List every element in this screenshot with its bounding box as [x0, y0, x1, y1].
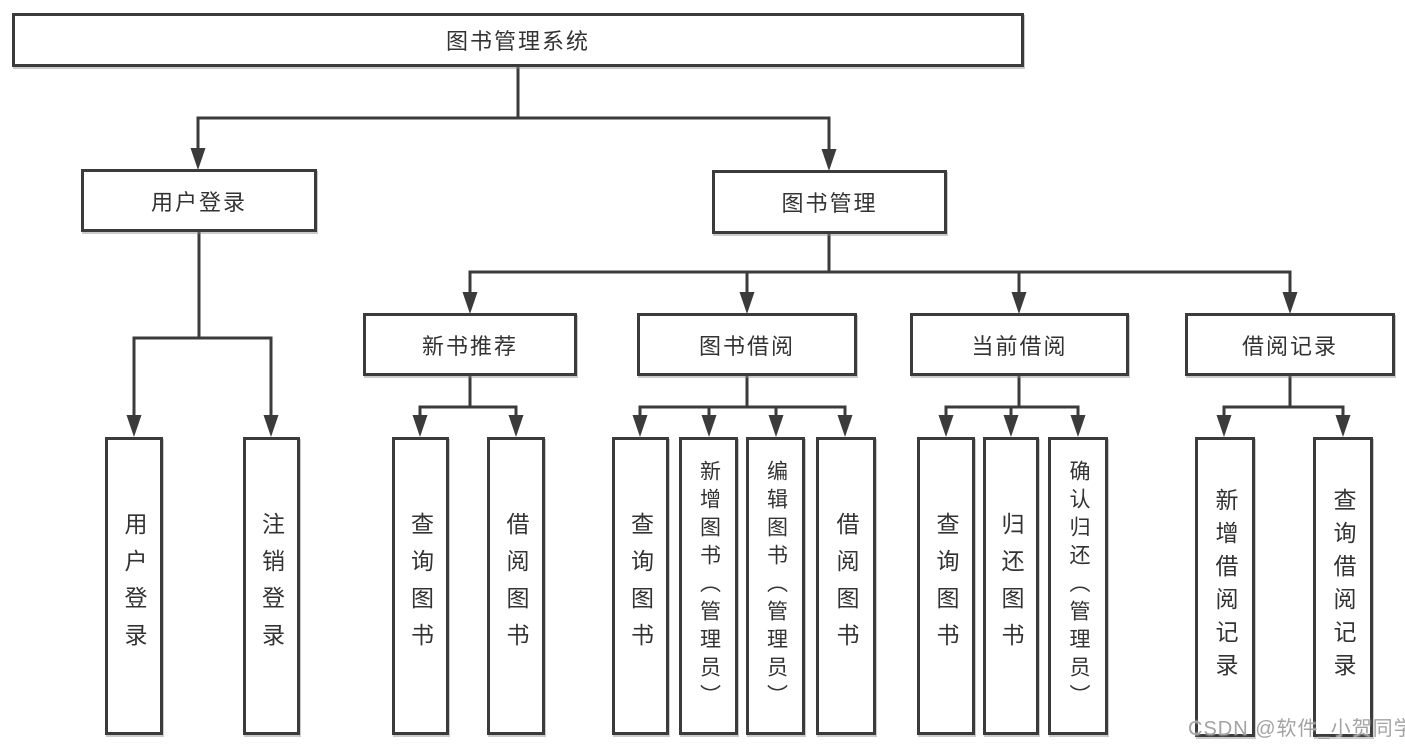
node-borrow-records: 借阅记录: [1185, 313, 1395, 376]
node-current-borrow: 当前借阅: [910, 313, 1129, 376]
leaf-current-return-label: 归还图书: [998, 512, 1024, 660]
node-book-mgmt-label: 图书管理: [781, 191, 878, 216]
node-book-borrow: 图书借阅: [637, 313, 857, 376]
leaf-borrow-borrow: 借阅图书: [816, 437, 876, 735]
leaf-newbook-borrow: 借阅图书: [487, 437, 545, 735]
leaf-user-login-label: 用户登录: [121, 512, 147, 660]
node-current-borrow-label: 当前借阅: [971, 333, 1068, 359]
leaf-records-add: 新增借阅记录: [1195, 437, 1255, 737]
node-new-book-rec: 新书推荐: [363, 313, 577, 376]
leaf-records-query: 查询借阅记录: [1313, 437, 1373, 737]
leaf-newbook-borrow-label: 借阅图书: [503, 512, 529, 660]
node-user-login: 用户登录: [81, 169, 317, 232]
node-borrow-records-label: 借阅记录: [1241, 333, 1338, 359]
leaf-newbook-query-label: 查询图书: [407, 512, 434, 660]
node-root: 图书管理系统: [12, 13, 1024, 67]
leaf-logout-label: 注销登录: [258, 512, 285, 660]
leaf-current-return: 归还图书: [983, 437, 1039, 735]
leaf-borrow-edit-admin: 编辑图书（管理员）: [746, 437, 805, 735]
node-book-borrow-label: 图书借阅: [698, 333, 795, 359]
leaf-current-confirm-admin-label: 确认归还（管理员）: [1067, 460, 1090, 712]
node-user-login-label: 用户登录: [150, 189, 247, 215]
leaf-borrow-add-admin-label: 新增图书（管理员）: [697, 460, 721, 712]
leaf-borrow-query: 查询图书: [612, 437, 669, 735]
node-root-label: 图书管理系统: [445, 29, 590, 54]
node-book-mgmt: 图书管理: [712, 170, 947, 234]
csdn-watermark: CSDN @软件_小贺同学: [1188, 718, 1405, 740]
leaf-current-query-label: 查询图书: [933, 512, 959, 660]
leaf-borrow-query-label: 查询图书: [627, 512, 654, 660]
leaf-current-query: 查询图书: [917, 437, 975, 735]
leaf-borrow-add-admin: 新增图书（管理员）: [679, 437, 738, 735]
leaf-records-query-label: 查询借阅记录: [1330, 488, 1356, 686]
leaf-newbook-query: 查询图书: [392, 437, 449, 735]
leaf-borrow-edit-admin-label: 编辑图书（管理员）: [764, 460, 788, 712]
leaf-records-add-label: 新增借阅记录: [1212, 488, 1238, 686]
node-new-book-rec-label: 新书推荐: [421, 333, 518, 359]
leaf-borrow-borrow-label: 借阅图书: [833, 512, 859, 660]
leaf-logout: 注销登录: [243, 437, 300, 735]
leaf-user-login: 用户登录: [105, 437, 163, 735]
leaf-current-confirm-admin: 确认归还（管理员）: [1048, 437, 1108, 735]
